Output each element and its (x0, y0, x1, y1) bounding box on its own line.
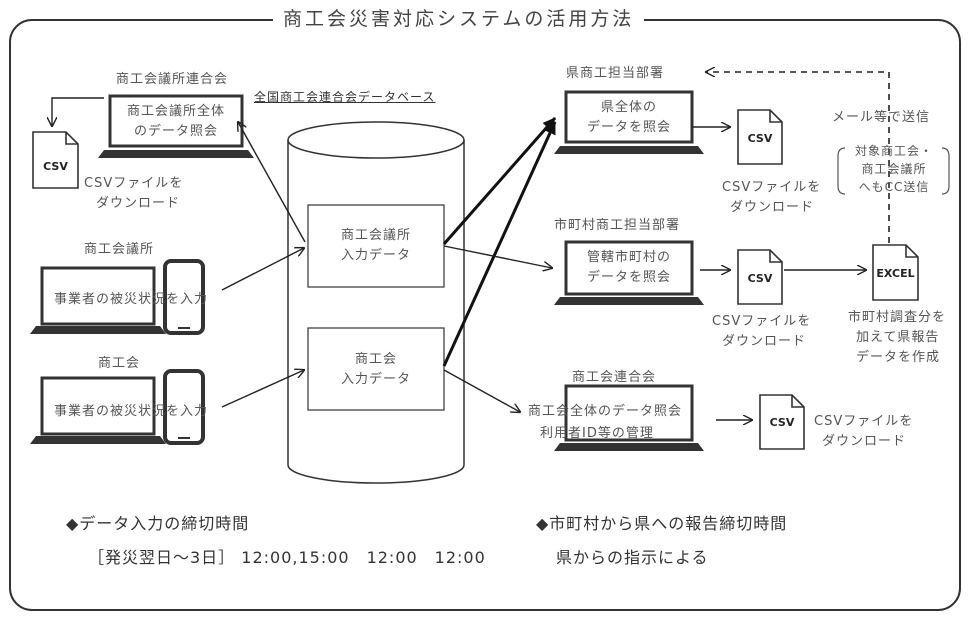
society-screen: 事業者の被災状況を入力 (53, 404, 208, 419)
chamber-screen: 事業者の被災状況を入力 (53, 292, 208, 307)
arrow-db-to-city (443, 245, 552, 268)
excel-caption-3: データを作成 (856, 350, 941, 365)
mail-note-3: へもCC送信 (858, 180, 930, 194)
csv-label: CSV (769, 416, 795, 429)
laptop-icon (554, 240, 704, 305)
report-detail: 県からの指示による (556, 548, 709, 567)
database-label: 全国商工会連合会データベース (254, 90, 436, 104)
pref-screen-2: データを照会 (586, 120, 671, 135)
note-bracket (837, 147, 846, 195)
assoc-screen-2: 利用者ID等の管理 (540, 426, 654, 441)
arrow-db-to-assoc (443, 369, 520, 412)
csv-label: CSV (43, 160, 68, 173)
db-society-label-1: 商工会 (354, 352, 397, 367)
report-title: ◆市町村から県への報告締切時間 (536, 514, 788, 533)
csv-file-icon (759, 394, 805, 450)
csv-label: CSV (747, 272, 773, 285)
federation-csv-caption-2: ダウンロード (96, 196, 181, 211)
laptop-icon (30, 376, 166, 444)
assoc-csv-caption-1: CSVファイルを (814, 414, 914, 429)
csv-file-icon (737, 109, 783, 165)
smartphone-icon (163, 259, 205, 335)
city-name: 市町村商工担当部署 (554, 218, 681, 233)
city-csv-caption-1: CSVファイルを (712, 314, 812, 329)
diagram-title: 商工会災害対応システムの活用方法 (273, 4, 645, 31)
federation-screen-1: 商工会議所全体 (126, 104, 225, 119)
laptop-icon (554, 384, 704, 451)
society-name: 商工会 (98, 356, 141, 371)
city-csv-caption-2: ダウンロード (722, 334, 807, 349)
assoc-screen-1: 商工会全体のデータ照会 (528, 404, 683, 419)
smartphone-icon (163, 369, 205, 445)
note-bracket (941, 147, 950, 195)
excel-file-icon (872, 244, 919, 301)
excel-label: EXCEL (876, 267, 915, 280)
federation-screen-2: のデータ照会 (133, 124, 218, 139)
db-box-chamber (307, 204, 445, 288)
assoc-name: 商工会連合会 (572, 370, 657, 385)
excel-caption-2: 加えて県報告 (856, 330, 940, 345)
federation-name: 商工会議所連合会 (116, 72, 229, 87)
db-chamber-label-1: 商工会議所 (340, 228, 411, 243)
city-screen-1: 管轄市町村の (586, 250, 671, 265)
database-cylinder (287, 121, 465, 484)
pref-csv-caption-1: CSVファイルを (722, 180, 822, 195)
db-box-society (307, 327, 445, 411)
db-society-label-2: 入力データ (340, 372, 411, 387)
federation-csv-caption-1: CSVファイルを (84, 176, 184, 191)
pref-name: 県商工担当部署 (566, 66, 665, 81)
city-screen-2: データを照会 (586, 270, 671, 285)
csv-file-icon (32, 131, 79, 189)
excel-caption-1: 市町村調査分を (848, 310, 947, 325)
csv-label: CSV (747, 132, 773, 145)
mail-note-1: 対象商工会・ (854, 144, 933, 158)
arrow-db-to-federation (238, 122, 306, 243)
db-chamber-label-2: 入力データ (340, 248, 411, 263)
arrow-society-to-db (221, 370, 304, 408)
laptop-icon (30, 266, 166, 334)
arrow-chamber-to-db (221, 248, 304, 291)
arrow-db-to-pref-bold (442, 121, 557, 367)
chamber-name: 商工会議所 (84, 242, 155, 257)
assoc-csv-caption-2: ダウンロード (822, 434, 907, 449)
mail-label: メール等で送信 (832, 110, 931, 125)
deadline-title: ◆データ入力の締切時間 (66, 514, 250, 533)
pref-csv-caption-2: ダウンロード (730, 200, 815, 215)
laptop-icon (554, 90, 704, 154)
mail-note-2: 商工会議所 (861, 162, 927, 176)
dashed-mail-arrow (706, 72, 890, 243)
arrow-to-csv (52, 97, 104, 126)
deadline-detail: ［発災翌日～3日］ 12:00,15:00 12:00 12:00 (88, 548, 486, 567)
pref-screen-1: 県全体の (600, 100, 657, 115)
csv-file-icon (737, 249, 783, 305)
arrow-db-to-pref-bold (442, 117, 557, 245)
